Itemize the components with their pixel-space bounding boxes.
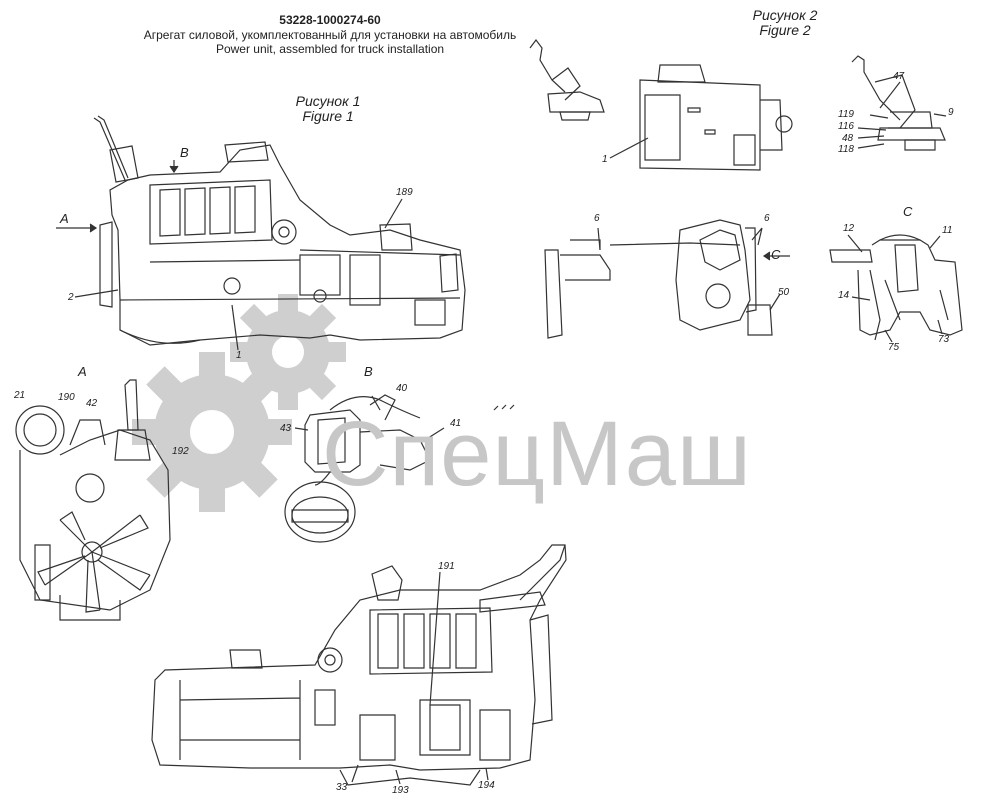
callout-191: 191 xyxy=(438,561,455,572)
callout-14: 14 xyxy=(838,290,850,301)
filter-detail-view-b xyxy=(284,394,515,543)
view-label-a: A xyxy=(78,364,87,379)
callout-2: 2 xyxy=(68,292,74,303)
callout-118: 118 xyxy=(838,144,854,155)
figure2-caption-ru: Рисунок 2 xyxy=(752,7,818,23)
rear-view-c xyxy=(829,234,963,343)
watermark-text: СпецМаш xyxy=(322,403,752,505)
gear-icon-large xyxy=(132,352,292,512)
document-code: 53228-1000274-60 xyxy=(279,13,381,27)
view-label-c-arrow: C xyxy=(771,247,781,262)
callout-42: 42 xyxy=(86,398,98,409)
title-russian: Агрегат силовой, укомплектованный для ус… xyxy=(143,28,517,42)
figure1-leaders xyxy=(56,160,403,351)
callout-48: 48 xyxy=(842,133,854,144)
callout-21: 21 xyxy=(14,390,26,401)
radiator-engine-view xyxy=(544,219,790,339)
callout-189: 189 xyxy=(396,187,413,198)
callout-12: 12 xyxy=(843,223,855,234)
callout-47: 47 xyxy=(893,71,905,82)
callout-33: 33 xyxy=(336,782,348,793)
callout-50: 50 xyxy=(778,287,790,298)
callout-43: 43 xyxy=(280,423,292,434)
callout-6-left: 6 xyxy=(594,213,600,224)
figure1-caption-ru: Рисунок 1 xyxy=(295,93,361,109)
callout-1-fig2: 1 xyxy=(602,154,608,165)
gear-lever-detail xyxy=(851,55,947,151)
gearbox-view xyxy=(529,39,793,171)
callout-194: 194 xyxy=(478,780,495,791)
view-label-b-arrow: B xyxy=(180,145,189,160)
callout-40: 40 xyxy=(396,383,408,394)
callout-119: 119 xyxy=(838,109,854,120)
callout-193: 193 xyxy=(392,785,409,796)
engine-side-view xyxy=(93,115,466,346)
callout-73: 73 xyxy=(938,334,950,345)
callout-75: 75 xyxy=(888,342,900,353)
callout-192: 192 xyxy=(172,446,189,457)
view-label-c: C xyxy=(903,204,913,219)
callout-11: 11 xyxy=(942,225,953,236)
view-label-a-arrow: A xyxy=(60,211,69,226)
figure2-caption-en: Figure 2 xyxy=(759,22,811,38)
callout-41: 41 xyxy=(450,418,462,429)
title-english: Power unit, assembled for truck installa… xyxy=(215,42,445,56)
figure1-caption-en: Figure 1 xyxy=(302,108,354,124)
callout-116: 116 xyxy=(838,121,854,132)
view-label-b: B xyxy=(364,364,373,379)
engine-front-view-a xyxy=(15,379,171,621)
callout-1-fig1: 1 xyxy=(236,350,242,361)
callout-190: 190 xyxy=(58,392,75,403)
engine-rear-side-view xyxy=(151,544,567,786)
callout-6-right: 6 xyxy=(764,213,770,224)
callout-9: 9 xyxy=(948,107,954,118)
